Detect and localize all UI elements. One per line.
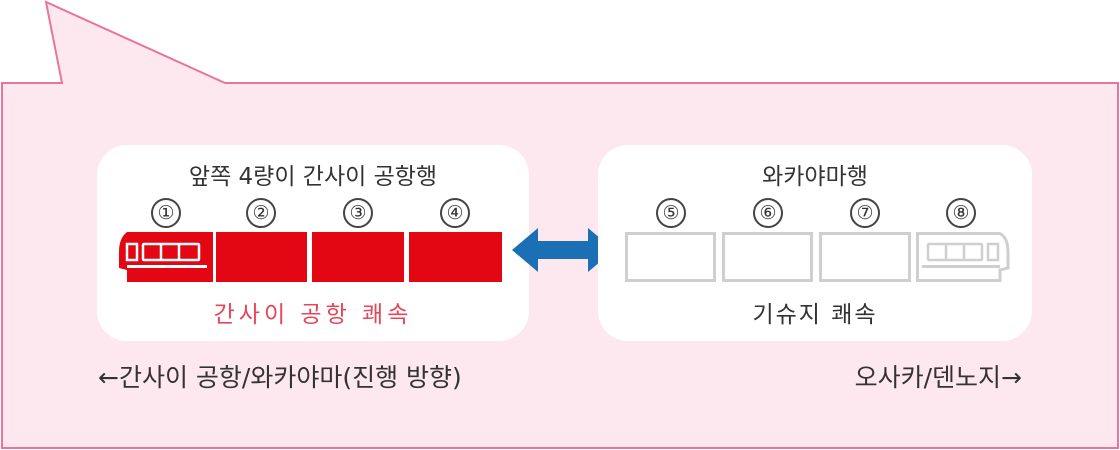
train-front-icon	[916, 232, 1010, 282]
car-number-8: ⑧	[946, 198, 976, 228]
double-arrow-icon	[512, 228, 614, 272]
car-6	[722, 232, 813, 282]
car-3	[312, 232, 404, 282]
front-cars-title: 앞쪽 4량이 간사이 공항행	[188, 164, 438, 190]
car-1-lead	[119, 232, 213, 282]
car-number-6: ⑥	[753, 198, 783, 228]
direction-right-label: 오사카/덴노지→	[854, 363, 1022, 392]
rear-cars-service-label: 기슈지 쾌속	[752, 302, 878, 328]
rear-cars-title: 와카야마행	[762, 164, 868, 190]
train-front-icon	[119, 232, 213, 282]
car-7	[819, 232, 911, 282]
car-number-4: ④	[440, 198, 470, 228]
car-number-1: ①	[151, 198, 181, 228]
front-cars-panel: 앞쪽 4량이 간사이 공항행 ① ② ③ ④ 간사이 공항 쾌속	[97, 145, 529, 341]
car-8-tail	[916, 232, 1010, 282]
car-number-2: ②	[246, 198, 276, 228]
car-number-7: ⑦	[850, 198, 880, 228]
direction-left-label: ←간사이 공항/와카야마(진행 방향)	[98, 363, 462, 392]
car-2	[216, 232, 307, 282]
car-number-3: ③	[343, 198, 373, 228]
rear-cars-panel: 와카야마행 ⑤ ⑥ ⑦ ⑧ 기슈지 쾌속	[598, 145, 1032, 341]
front-cars-service-label: 간사이 공항 쾌속	[213, 302, 413, 328]
car-5	[625, 232, 716, 282]
car-number-5: ⑤	[656, 198, 686, 228]
car-4	[409, 232, 502, 282]
